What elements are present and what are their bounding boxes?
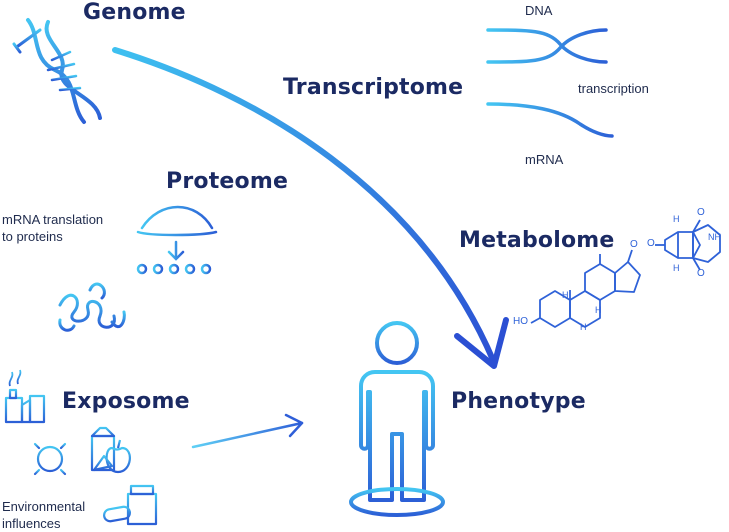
genome-to-phenotype-arrow <box>112 47 509 369</box>
protein-helix-icon <box>58 282 126 332</box>
environmental-label-line2: influences <box>2 516 61 531</box>
uric-o-label-1: O <box>647 238 655 249</box>
uric-o-label-3: O <box>697 268 705 279</box>
mrna-label: mRNA <box>525 152 564 167</box>
transcriptome-heading: Transcriptome <box>283 75 464 100</box>
steroid-o-label: O <box>630 239 638 250</box>
dna-strand-icon <box>486 28 608 64</box>
steroid-h-label-1: H <box>562 290 569 300</box>
steroid-h-label-2: H <box>595 305 602 315</box>
phenotype-heading: Phenotype <box>451 389 586 414</box>
uric-nh-label: NH <box>708 232 721 242</box>
steroid-ho-label: HO <box>513 316 528 327</box>
medicine-icon <box>103 484 158 526</box>
factory-icon <box>2 369 46 424</box>
exposome-heading: Exposome <box>62 389 190 414</box>
food-icon <box>90 426 131 474</box>
mrna-strand-icon <box>486 82 614 138</box>
metabolome-heading: Metabolome <box>459 228 615 253</box>
translation-label-line2: to proteins <box>2 229 63 244</box>
exposome-arrow <box>191 413 304 449</box>
steroid-h-label-3: H <box>580 322 587 332</box>
uric-h-label-2: H <box>673 263 680 273</box>
transcription-label: transcription <box>578 81 649 96</box>
dna-helix-icon <box>12 18 102 124</box>
steroid-molecule-icon <box>530 249 641 328</box>
proteome-heading: Proteome <box>166 169 289 194</box>
uric-acid-molecule-icon <box>655 219 721 271</box>
uric-o-label-2: O <box>697 207 705 218</box>
environmental-label-line1: Environmental <box>2 499 86 514</box>
person-icon <box>349 321 445 517</box>
translation-label-line1: mRNA translation <box>2 212 104 227</box>
sun-icon <box>27 436 73 482</box>
uric-h-label-1: H <box>673 214 680 224</box>
dna-label: DNA <box>525 3 553 18</box>
genome-heading: Genome <box>83 0 186 25</box>
ribosome-translation-icon <box>136 204 218 275</box>
